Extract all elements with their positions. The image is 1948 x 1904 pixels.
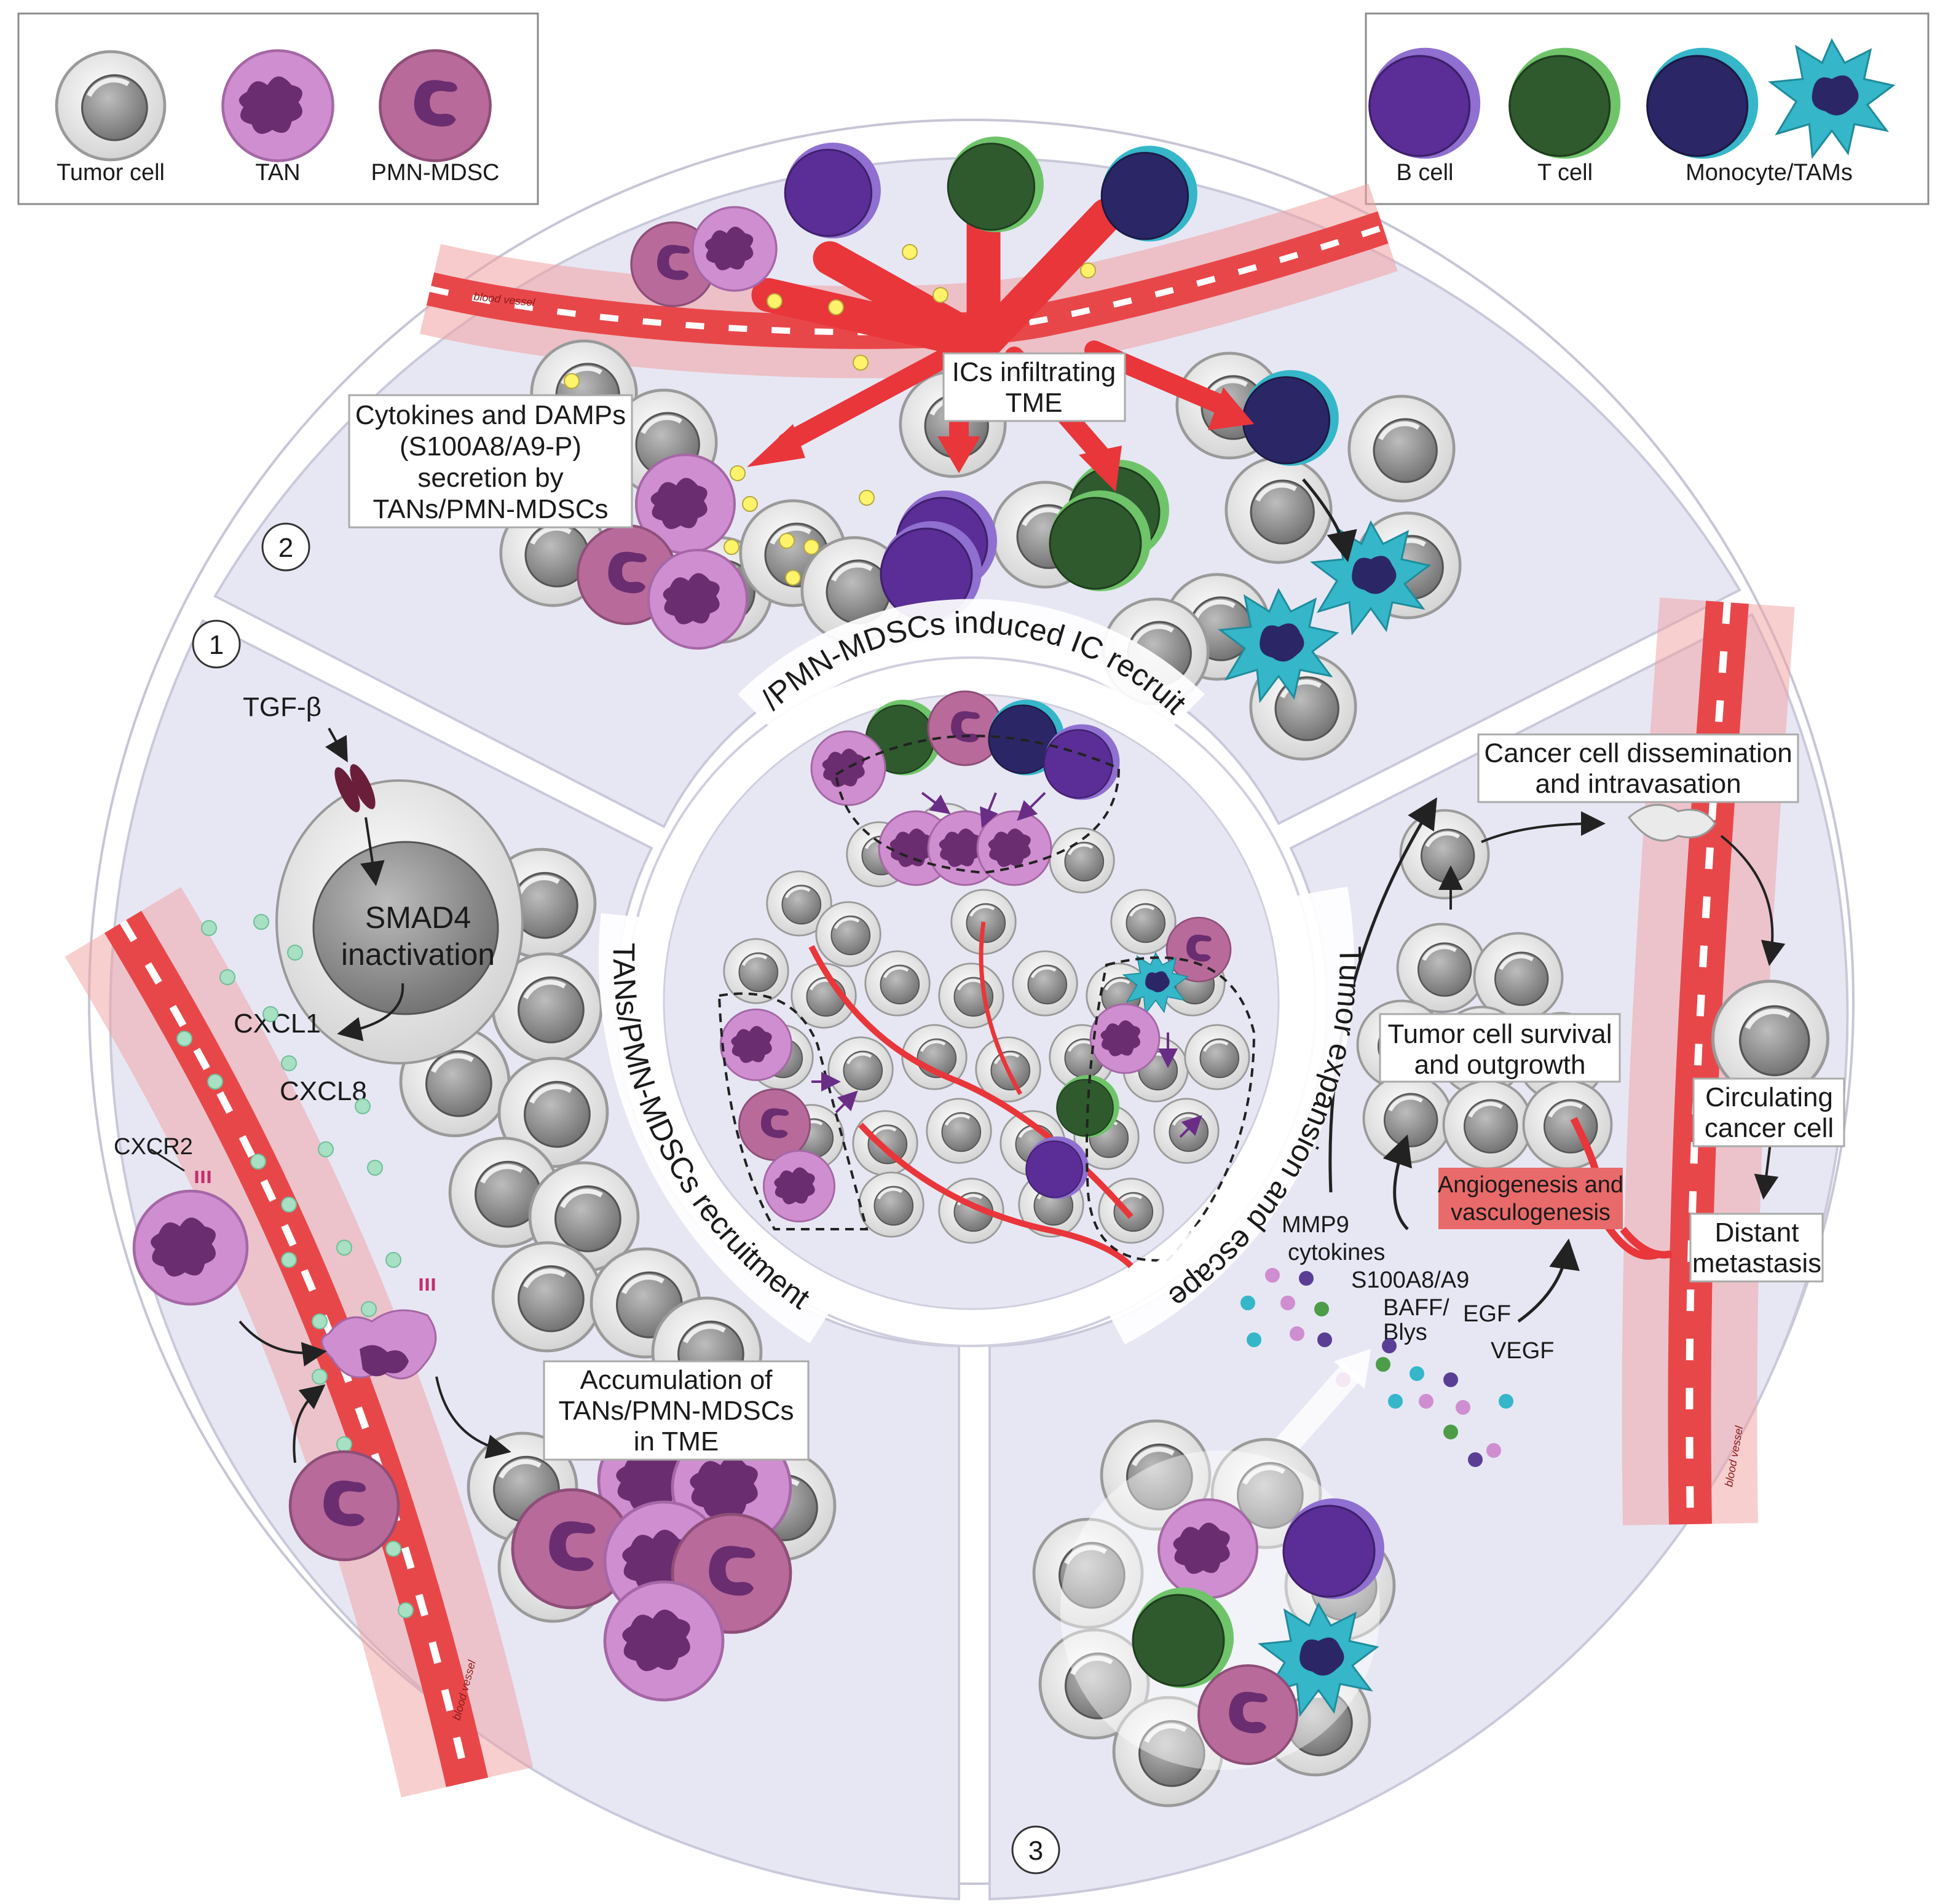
baff-label: BAFF/ — [1383, 1295, 1449, 1321]
legend-b-cell-label: B cell — [1397, 160, 1454, 186]
legend-tumor-cell-label: Tumor cell — [57, 160, 165, 186]
dissemination-label-1: Cancer cell dissemination — [1484, 738, 1792, 768]
cxcr2-label: CXCR2 — [114, 1134, 193, 1160]
central-tumor — [717, 690, 1256, 1269]
cxcl8-label: CXCL8 — [280, 1076, 367, 1106]
egf-label: EGF — [1463, 1301, 1511, 1327]
tumor-cell-icon — [57, 52, 165, 160]
ics-infiltrating-label-2: TME — [1006, 388, 1063, 418]
cytokines-label: cytokines — [1288, 1240, 1385, 1265]
cytokines-label-2: (S100A8/A9-P) — [400, 431, 582, 462]
distant-label-1: Distant — [1715, 1218, 1799, 1248]
cytokines-label-3: secretion by — [417, 463, 563, 493]
distant-label-2: metastasis — [1692, 1248, 1821, 1278]
angiogenesis-label-2: vasculogenesis — [1451, 1200, 1611, 1225]
smad4-inactivation-label: inactivation — [341, 937, 495, 972]
survival-label-1: Tumor cell survival — [1387, 1019, 1612, 1049]
section-number-1: 1 — [209, 630, 224, 660]
legend-monocyte-label: Monocyte/TAMs — [1686, 160, 1853, 186]
t-cell — [947, 135, 1045, 234]
legend-pmn-mdsc-label: PMN-MDSC — [371, 160, 500, 186]
legend-t-cell-label: T cell — [1537, 160, 1593, 186]
monocyte-icon — [1646, 47, 1759, 160]
mmp9-label: MMP9 — [1282, 1212, 1349, 1238]
tgf-beta-label: TGF-β — [243, 692, 321, 722]
monocyte — [1100, 144, 1199, 243]
section-3-content: blood vessel Angiogenesis and vasculogen… — [1011, 597, 1845, 1874]
section-number-2: 2 — [278, 533, 293, 563]
tan-icon — [223, 50, 333, 160]
tan — [692, 206, 778, 292]
survival-label-2: and outgrowth — [1414, 1050, 1586, 1080]
section-number-3: 3 — [1028, 1836, 1043, 1866]
circulating-label-2: cancer cell — [1705, 1113, 1834, 1143]
section-2-content: blood vessel — [261, 135, 1460, 759]
t-cell-icon — [1508, 47, 1622, 160]
b-cell — [784, 141, 882, 240]
pmn-mdsc-icon — [380, 50, 490, 160]
legend-left: Tumor cell TAN PMN-MDSC — [17, 12, 539, 205]
smad4-label: SMAD4 — [365, 900, 471, 935]
circulating-label-1: Circulating — [1705, 1082, 1833, 1112]
cytokines-label-1: Cytokines and DAMPs — [355, 400, 626, 430]
accumulation-label-2: TANs/PMN-MDSCs — [559, 1396, 794, 1426]
legend-tan-label: TAN — [255, 160, 300, 186]
dissemination-label-2: and intravasation — [1535, 769, 1741, 799]
legend-right: B cell T cell Monocyte/TAMs — [1365, 12, 1930, 205]
cytokines-label-4: TANs/PMN-MDSCs — [373, 494, 609, 524]
ics-infiltrating-label: ICs infiltrating — [952, 357, 1116, 387]
accumulation-label-1: Accumulation of — [580, 1365, 773, 1395]
section-1-content: blood vessel TGF-β SMAD4 inactivation CX… — [65, 620, 835, 1798]
vegf-label: VEGF — [1491, 1338, 1554, 1364]
angiogenesis-label-1: Angiogenesis and — [1438, 1172, 1623, 1198]
b-cell-icon — [1368, 47, 1481, 160]
s100a8a9-label: S100A8/A9 — [1351, 1267, 1469, 1293]
accumulation-label-3: in TME — [634, 1426, 719, 1457]
